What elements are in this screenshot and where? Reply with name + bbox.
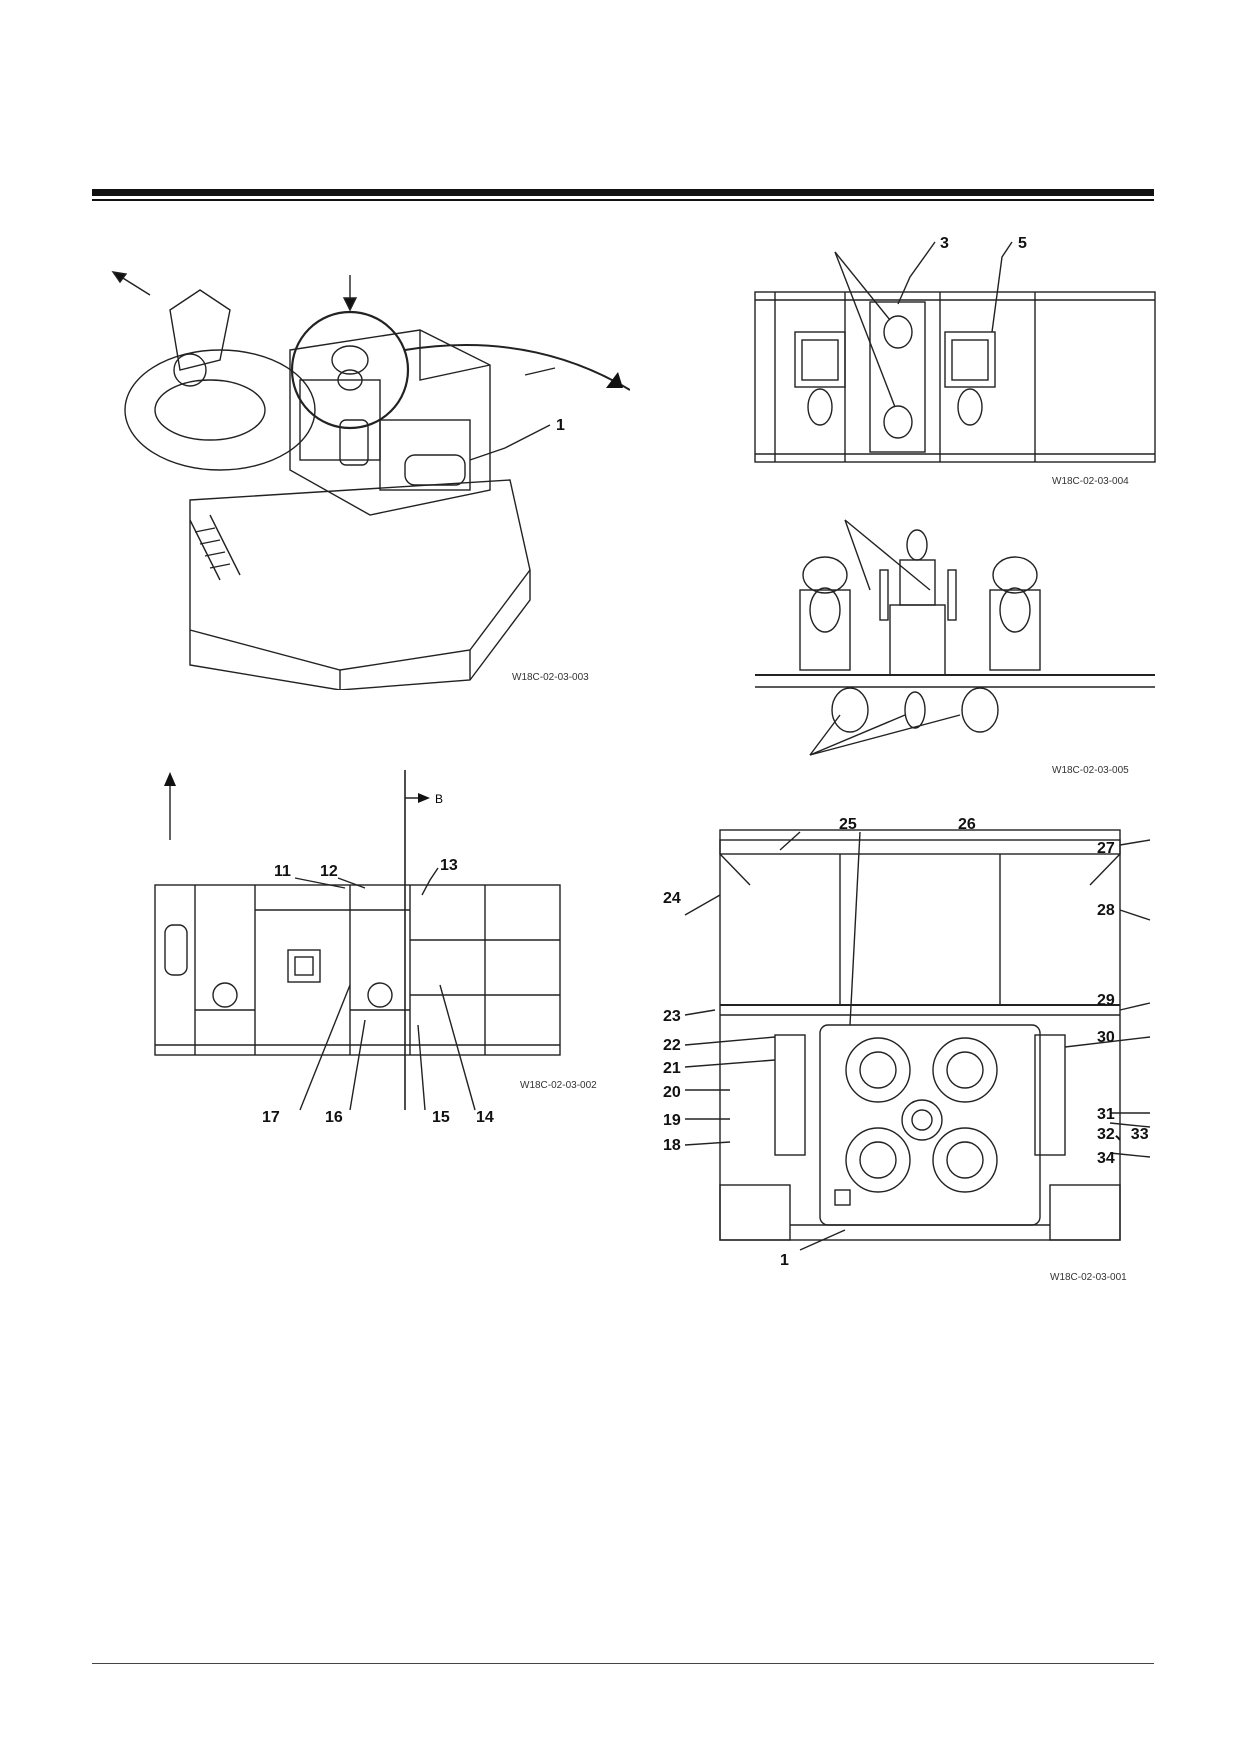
callout-label: 18 (663, 1137, 681, 1154)
figure-view-a: 3 5 W18C-02-03-004 (754, 235, 1156, 487)
callout-label: 17 (262, 1109, 280, 1126)
callout-label: 28 (1097, 902, 1115, 919)
callout-label: 14 (476, 1109, 494, 1126)
figure-section-view: 25 26 27 24 28 23 29 22 30 21 20 19 31 3… (663, 816, 1151, 1283)
figure-code: W18C-02-03-004 (1052, 476, 1129, 487)
figure-code: W18C-02-03-001 (1050, 1272, 1127, 1283)
callout-label: 30 (1097, 1029, 1115, 1046)
callout-label: 27 (1097, 840, 1115, 857)
callout-label: 11 (274, 863, 291, 880)
callout-label: 32、33 (1097, 1126, 1149, 1143)
figure-plan-view: B 11 12 13 17 16 15 14 W18C-02-03-002 (154, 770, 597, 1126)
frame-outline (754, 291, 1156, 463)
callout-label: 5 (1018, 235, 1027, 252)
arrow-head-icon (606, 372, 623, 388)
callout-label: 22 (663, 1037, 681, 1054)
callout-label: 15 (432, 1109, 450, 1126)
callout-label: 1 (780, 1252, 789, 1269)
figure-code: W18C-02-03-005 (1052, 765, 1129, 776)
callout-label: 20 (663, 1084, 681, 1101)
callout-label: 21 (663, 1060, 681, 1077)
callout-label: 19 (663, 1112, 681, 1129)
view-a-label: A (346, 270, 354, 273)
callout-label: 13 (440, 857, 458, 874)
figure-isometric-view: A 1 W18C-02-03-003 (111, 270, 630, 690)
callout-label: 25 (839, 816, 857, 833)
figure-code: W18C-02-03-003 (512, 672, 589, 683)
header-rule (92, 189, 1154, 196)
section-b-label: B (435, 792, 443, 806)
callout-label: 16 (325, 1109, 343, 1126)
callout-label: 26 (958, 816, 976, 833)
footer-rule (92, 1663, 1154, 1664)
callout-label: 23 (663, 1008, 681, 1025)
arrow-head-icon (164, 772, 176, 786)
callout-label: 1 (556, 417, 565, 434)
callout-label: 12 (320, 863, 338, 880)
callout-label: 34 (1097, 1150, 1115, 1167)
section-frame (719, 829, 1121, 1241)
callout-label: 24 (663, 890, 681, 907)
figure-side-view: W18C-02-03-005 (755, 519, 1155, 776)
figure-code: W18C-02-03-002 (520, 1080, 597, 1091)
callout-label: 3 (940, 235, 949, 252)
header-rule-thin (92, 199, 1154, 201)
arrow-head-icon (418, 793, 430, 803)
base-block (189, 479, 531, 671)
callout-label: 29 (1097, 992, 1115, 1009)
callout-label: 31 (1097, 1106, 1115, 1123)
